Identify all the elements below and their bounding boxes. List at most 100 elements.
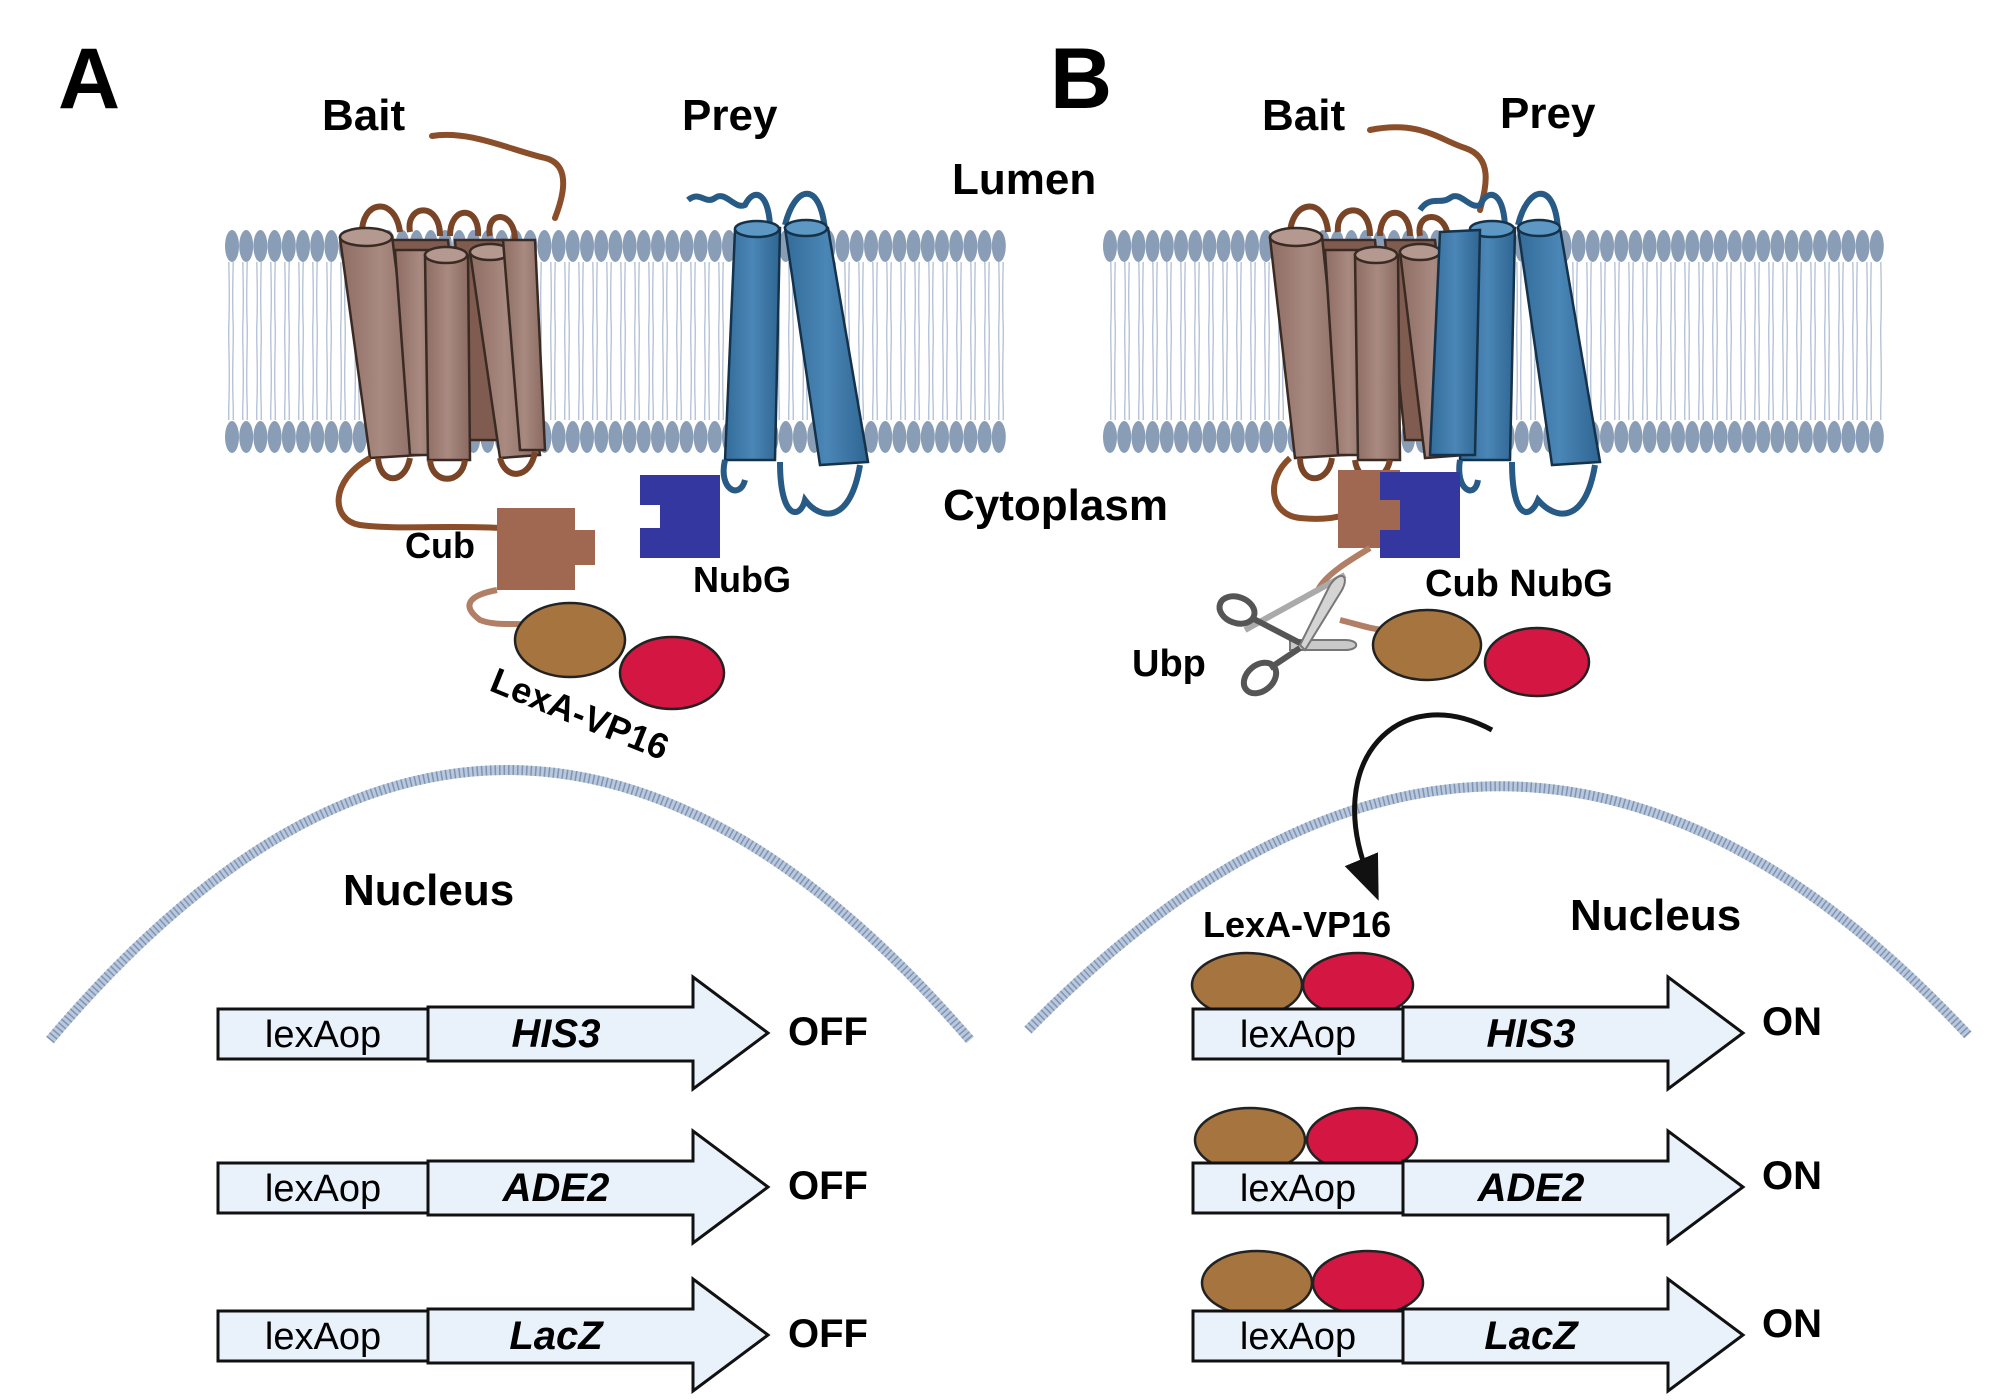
- lipid-head: [1827, 421, 1842, 453]
- lipid-head: [1117, 421, 1132, 453]
- lipid-head: [1656, 230, 1671, 262]
- gene-arrow: [426, 1128, 771, 1246]
- lipid-head: [1742, 421, 1756, 453]
- promoter-box: [216, 1161, 430, 1215]
- lipid-head: [1642, 421, 1657, 453]
- lipid-head: [338, 421, 353, 453]
- cub-nubg-label-b: Cub NubG: [1425, 563, 1613, 605]
- lipid-head: [225, 421, 239, 453]
- lipid-head: [1756, 230, 1771, 262]
- lipid-head: [1770, 230, 1785, 262]
- lipid-head: [920, 421, 935, 453]
- gene-label: LacZ: [509, 1314, 604, 1358]
- lipid-head: [835, 230, 850, 262]
- lexa-vp16-a: [513, 601, 726, 711]
- lipid-head: [1614, 421, 1629, 453]
- lipid-head: [864, 230, 878, 262]
- bait-protein-a: [335, 131, 567, 531]
- lipid-head: [324, 230, 339, 262]
- lipid-head: [1855, 421, 1870, 453]
- lipid-head: [665, 230, 680, 262]
- lipid-head: [1827, 230, 1842, 262]
- lipid-head: [225, 230, 239, 262]
- lipid-head: [1159, 421, 1174, 453]
- scissors-icon: [1216, 572, 1358, 697]
- prey-label-a: Prey: [682, 91, 778, 140]
- lipid-head: [1813, 230, 1827, 262]
- nucleus-label-a: Nucleus: [343, 866, 514, 915]
- lipid-head: [892, 230, 907, 262]
- lipid-head: [1742, 230, 1756, 262]
- cytoplasm-label: Cytoplasm: [943, 481, 1168, 530]
- lipid-head: [1145, 421, 1160, 453]
- lipid-head: [1713, 230, 1728, 262]
- cub-nubg-complex-b: [1315, 470, 1460, 592]
- gene-arrow: [1401, 974, 1746, 1092]
- panel-label-a: A: [58, 31, 120, 127]
- lipid-head: [281, 230, 296, 262]
- lipid-head: [352, 421, 367, 453]
- prey-protein-b: [1417, 191, 1602, 517]
- lipid-head: [253, 421, 268, 453]
- lipid-head: [1174, 230, 1188, 262]
- lipid-head: [849, 230, 864, 262]
- lipid-head: [1699, 421, 1714, 453]
- gene-arrow: [426, 1276, 771, 1394]
- promoter-label: lexAop: [1240, 1168, 1356, 1210]
- lipid-head: [1685, 230, 1700, 262]
- lipid-head: [679, 230, 694, 262]
- lipid-head: [679, 421, 694, 453]
- lipid-head: [1216, 230, 1231, 262]
- lipid-head: [580, 230, 594, 262]
- bound-lexa-vp16-ade2: [1193, 1106, 1419, 1174]
- lipid-head: [977, 421, 992, 453]
- gene-label: ADE2: [502, 1166, 610, 1210]
- lipid-head: [963, 421, 978, 453]
- lipid-head: [239, 421, 254, 453]
- promoter-box: [1191, 1007, 1405, 1061]
- lipid-head: [1571, 230, 1586, 262]
- bait-label-b: Bait: [1262, 91, 1345, 140]
- lipid-head: [864, 421, 878, 453]
- lipid-head: [310, 230, 325, 262]
- lipid-head: [1798, 230, 1813, 262]
- lipid-head: [1784, 230, 1799, 262]
- lipid-head: [622, 421, 637, 453]
- lipid-head: [267, 421, 282, 453]
- lipid-head: [1813, 421, 1827, 453]
- promoter-label: lexAop: [265, 1014, 381, 1056]
- lipid-head: [693, 230, 708, 262]
- lipid-head: [1117, 230, 1132, 262]
- lipid-head: [906, 230, 921, 262]
- expression-state-label: ON: [1762, 1302, 1822, 1346]
- lipid-head: [1174, 421, 1188, 453]
- lipid-head: [665, 421, 680, 453]
- lipid-head: [1869, 230, 1884, 262]
- expression-state-label: ON: [1762, 1154, 1822, 1198]
- bait-label-a: Bait: [322, 91, 405, 140]
- promoter-box: [1191, 1161, 1405, 1215]
- lipid-head: [296, 230, 310, 262]
- lipid-head: [1585, 230, 1600, 262]
- lipid-head: [906, 421, 921, 453]
- promoter-box: [1191, 1309, 1405, 1363]
- nuclear-envelope-a: [46, 765, 974, 1044]
- promoter-label: lexAop: [1240, 1316, 1356, 1358]
- prey-label-b: Prey: [1500, 89, 1596, 138]
- lipid-head: [1784, 421, 1799, 453]
- lipid-head: [722, 230, 736, 262]
- lipid-head: [1756, 421, 1771, 453]
- lipid-head: [935, 421, 949, 453]
- lipid-head: [1600, 230, 1614, 262]
- lexa-vp16-label-b: LexA-VP16: [1203, 904, 1391, 945]
- lipid-head: [707, 421, 722, 453]
- membrane-panel-a: [225, 230, 1006, 453]
- nubg-label-a: NubG: [693, 559, 791, 600]
- lipid-head: [1713, 421, 1728, 453]
- lipid-head: [1671, 230, 1685, 262]
- lipid-head: [1230, 421, 1245, 453]
- lipid-head: [1869, 421, 1884, 453]
- nucleus-label-b: Nucleus: [1570, 891, 1741, 940]
- lipid-head: [310, 421, 325, 453]
